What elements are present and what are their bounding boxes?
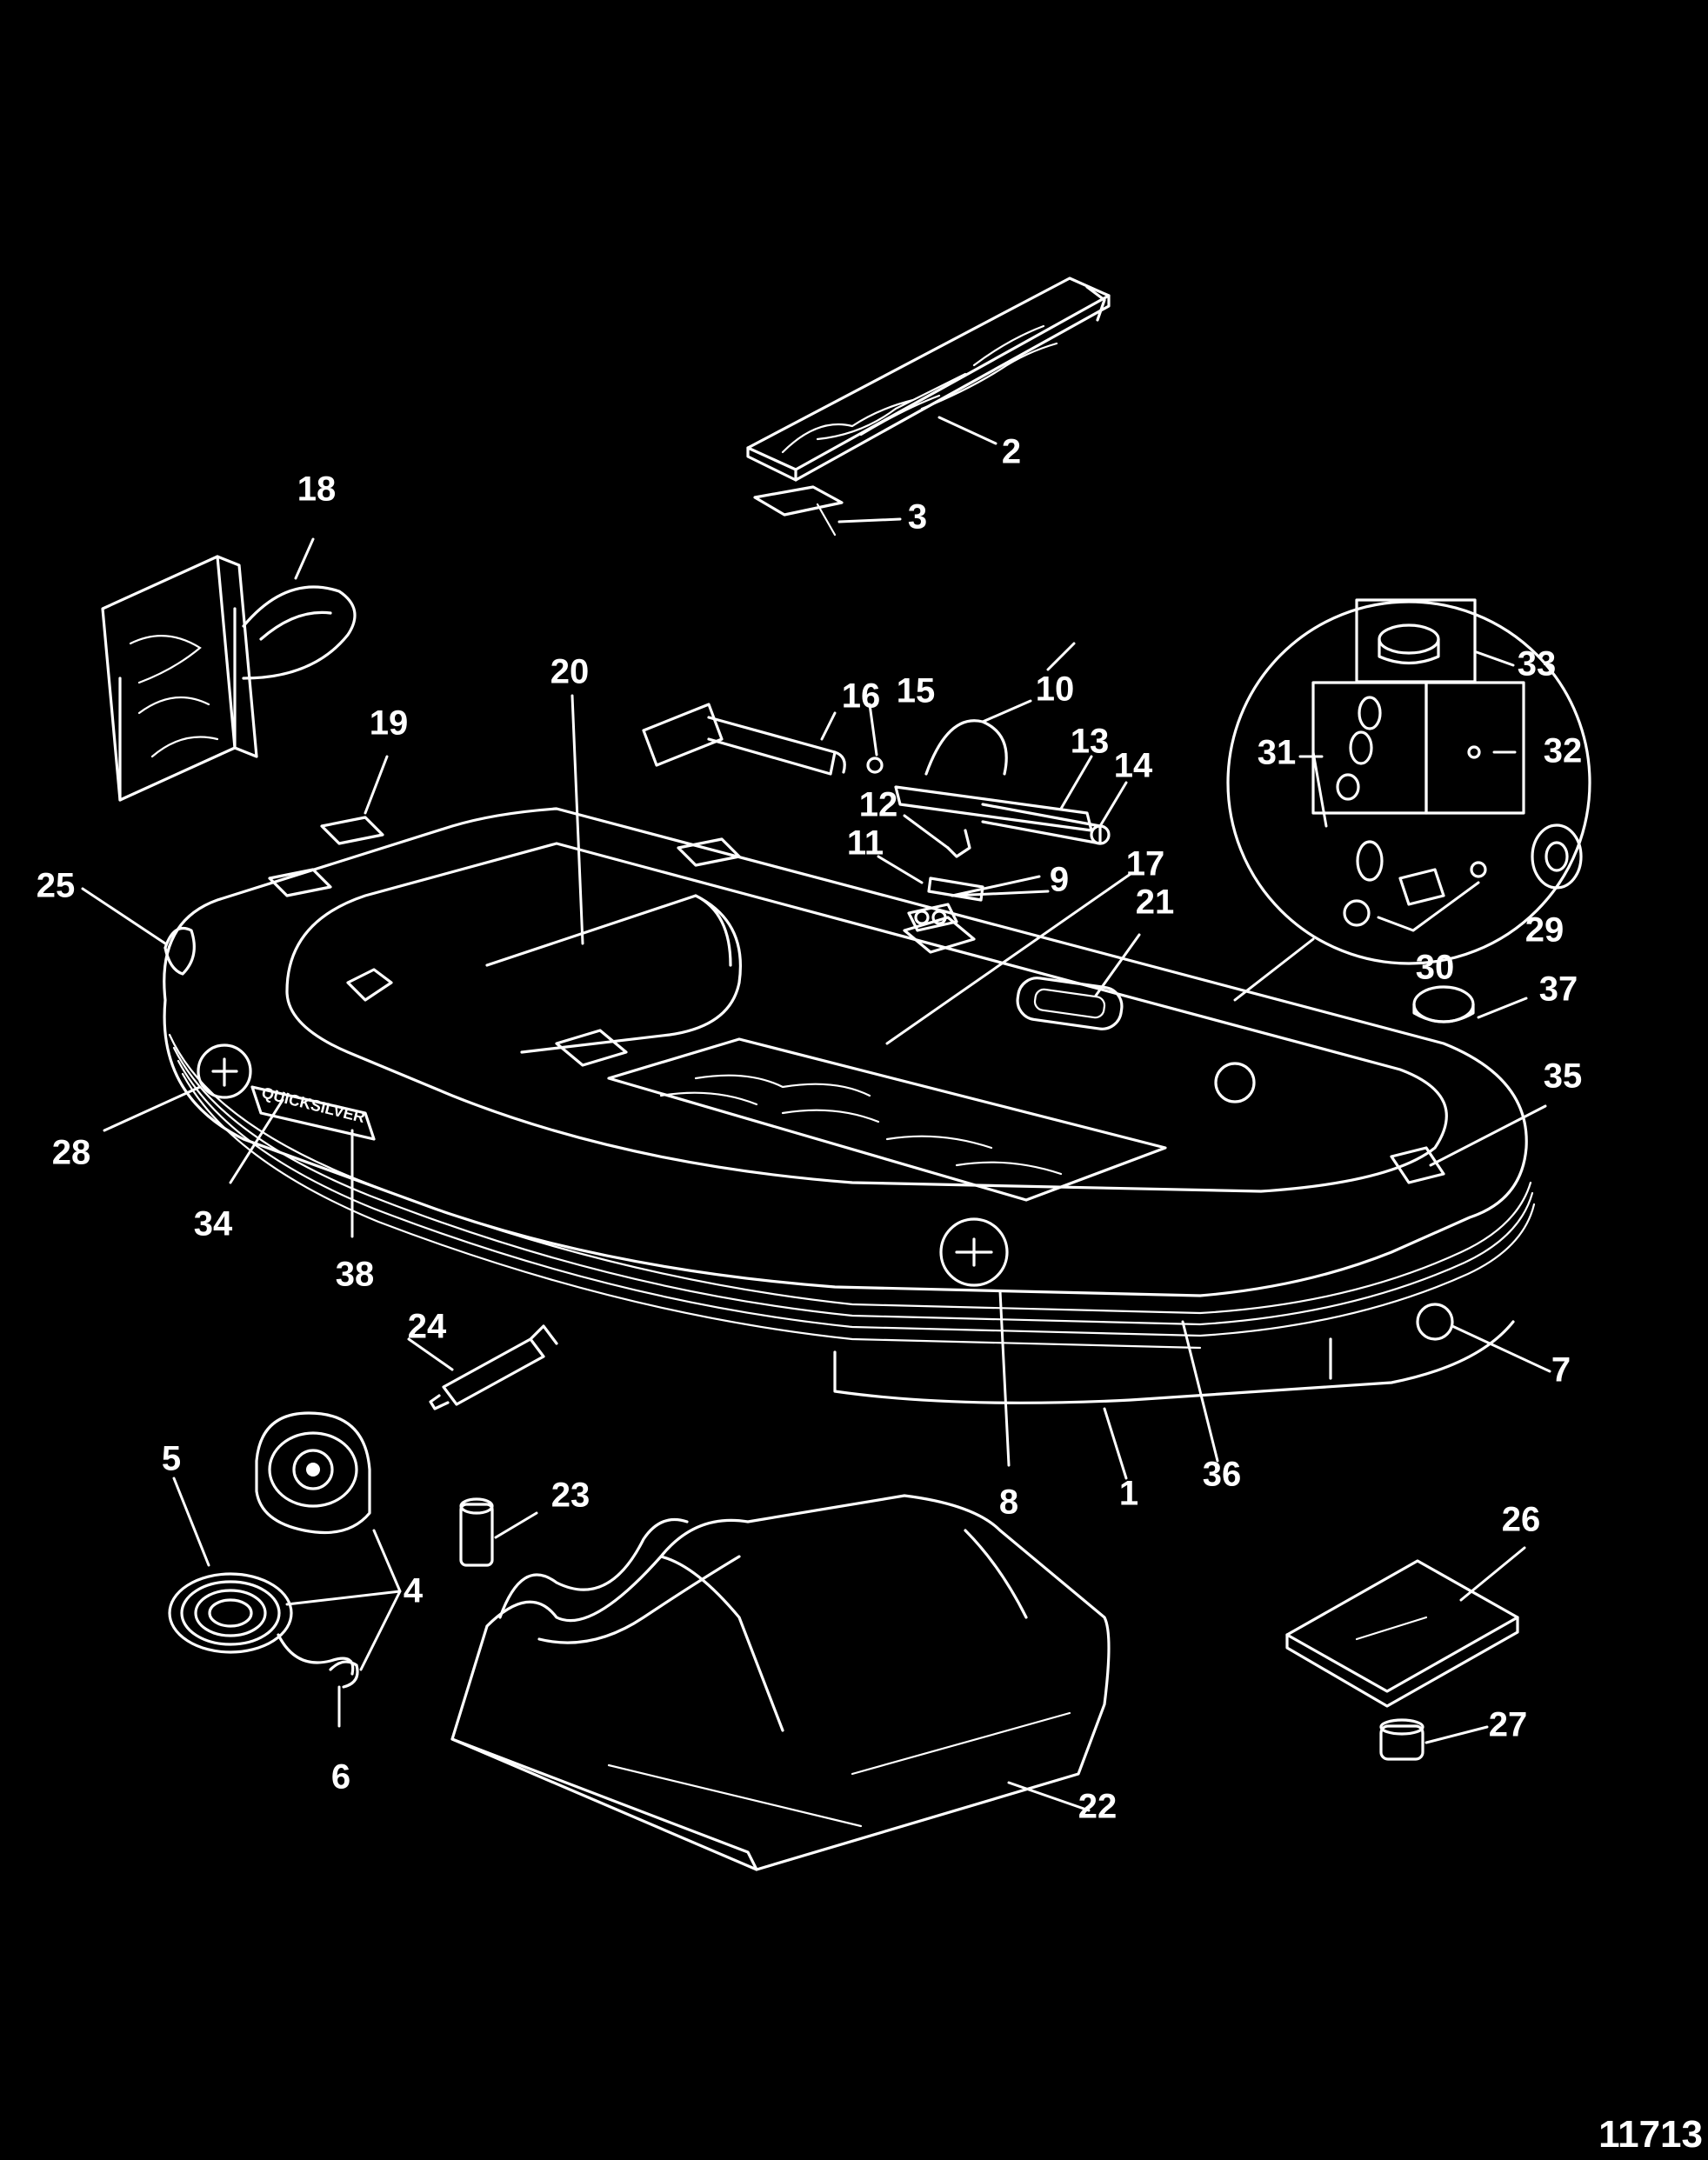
callout-6: 6: [331, 1758, 350, 1797]
callout-labels: 1 2 3 4 5 6 7 8 9 10 11 12 13 14 15 16 1…: [37, 433, 1583, 1826]
callout-18: 18: [297, 470, 337, 509]
callout-4: 4: [404, 1572, 424, 1610]
part-adapter: [329, 1660, 359, 1689]
brand-label: QUICKSILVER: [260, 1083, 367, 1126]
part-carry-bag: [450, 1494, 1111, 1871]
callout-32: 32: [1544, 732, 1583, 770]
callout-14: 14: [1114, 747, 1153, 785]
callout-19: 19: [370, 704, 409, 743]
callout-13: 13: [1071, 723, 1110, 761]
part-hose: [168, 1572, 355, 1676]
part-transom-board: [746, 277, 1111, 482]
part-bracket: [753, 485, 844, 537]
part-container: [459, 1497, 494, 1567]
part-foot-pump: [255, 1411, 371, 1534]
callout-8: 8: [999, 1483, 1018, 1522]
callout-29: 29: [1525, 911, 1565, 950]
callout-26: 26: [1502, 1501, 1541, 1539]
callout-12: 12: [859, 786, 898, 824]
part-glue-tube: [429, 1324, 558, 1410]
callout-36: 36: [1203, 1456, 1242, 1494]
callout-10: 10: [1036, 670, 1075, 709]
callout-1: 1: [1119, 1475, 1138, 1513]
part-manual: [1285, 1559, 1519, 1708]
leader-lines: [81, 416, 1551, 1812]
callout-30: 30: [1416, 949, 1455, 987]
callout-17: 17: [1126, 845, 1165, 883]
callout-5: 5: [162, 1440, 181, 1478]
callout-31: 31: [1258, 734, 1297, 772]
part-oar-assembly: [642, 703, 1111, 932]
callout-33: 33: [1518, 645, 1557, 683]
callout-7: 7: [1551, 1351, 1571, 1390]
callout-34: 34: [194, 1205, 233, 1243]
figure-id: 11713: [1598, 2113, 1703, 2156]
callout-16: 16: [842, 677, 881, 716]
callout-38: 38: [336, 1256, 375, 1294]
callout-25: 25: [37, 867, 76, 905]
inset-valve-detail: [1226, 598, 1591, 1002]
callout-21: 21: [1136, 883, 1175, 922]
callout-15: 15: [897, 672, 936, 710]
callout-37: 37: [1539, 970, 1578, 1009]
part-seat-frame: [101, 555, 357, 802]
callout-20: 20: [550, 653, 590, 691]
callout-23: 23: [551, 1477, 590, 1515]
callout-3: 3: [908, 498, 927, 537]
callout-35: 35: [1544, 1057, 1583, 1096]
callout-2: 2: [1002, 433, 1021, 471]
callout-11: 11: [847, 824, 884, 863]
callout-27: 27: [1489, 1706, 1528, 1744]
part-repair-cap: [1379, 1718, 1424, 1761]
callout-28: 28: [52, 1134, 91, 1172]
callout-24: 24: [408, 1308, 447, 1346]
part-cap: [1412, 985, 1475, 1023]
callout-22: 22: [1078, 1788, 1118, 1826]
callout-9: 9: [1050, 861, 1069, 899]
boat-hull: [163, 807, 1536, 1404]
